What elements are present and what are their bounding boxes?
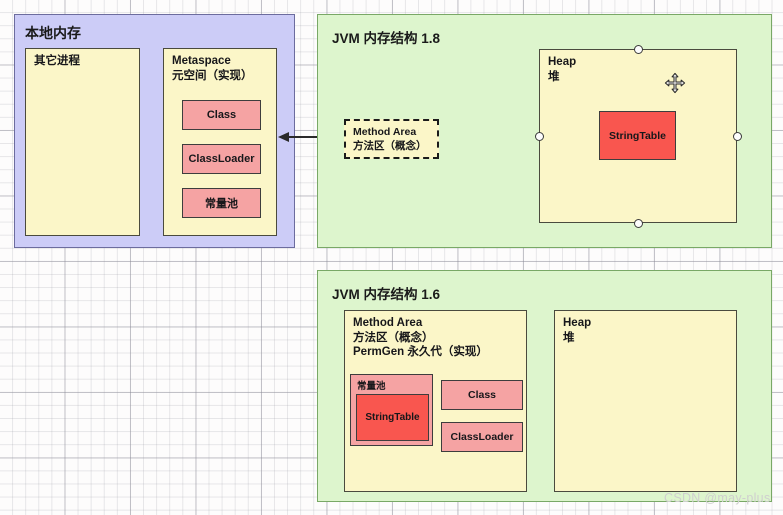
jvm16-heap-title: Heap (563, 317, 592, 329)
heap-handle-left[interactable] (534, 131, 544, 141)
native-memory-title: 本地内存 (25, 25, 81, 41)
jvm18-method-area-box[interactable]: Method Area 方法区（概念） (344, 119, 439, 159)
metaspace-item-class[interactable]: Class (182, 100, 261, 130)
jvm16-panel[interactable]: JVM 内存结构 1.6 Method Area 方法区（概念） PermGen… (317, 270, 772, 502)
jvm16-item-class[interactable]: Class (441, 380, 523, 410)
native-memory-panel[interactable]: 本地内存 其它进程 Metaspace 元空间（实现） Class ClassL… (14, 14, 295, 248)
heap-handle-right[interactable] (732, 131, 742, 141)
metaspace-subtitle: 元空间（实现） (172, 69, 253, 82)
connector-arrowhead (278, 131, 289, 142)
jvm16-heap-box[interactable]: Heap 堆 (554, 310, 737, 492)
metaspace-title: Metaspace (172, 55, 231, 67)
jvm16-item-classloader[interactable]: ClassLoader (441, 422, 523, 452)
jvm16-method-area-subtitle2: PermGen 永久代（实现） (353, 346, 488, 359)
metaspace-item-classloader[interactable]: ClassLoader (182, 144, 261, 174)
heap-handle-top[interactable] (633, 44, 643, 54)
jvm18-method-area-title: Method Area (353, 126, 417, 138)
jvm18-title: JVM 内存结构 1.8 (332, 31, 441, 46)
jvm16-stringtable-box[interactable]: StringTable (356, 394, 429, 441)
move-cursor-icon (664, 72, 686, 94)
other-process-box[interactable]: 其它进程 (25, 48, 140, 236)
jvm18-stringtable-box[interactable]: StringTable (599, 111, 676, 160)
heap-handle-bottom[interactable] (633, 218, 643, 228)
jvm16-method-area-box[interactable]: Method Area 方法区（概念） PermGen 永久代（实现） 常量池 … (344, 310, 527, 492)
jvm18-heap-title: Heap (548, 56, 577, 68)
other-process-label: 其它进程 (34, 55, 80, 67)
jvm18-heap-box[interactable]: Heap 堆 StringTable (539, 49, 737, 223)
jvm18-heap-subtitle: 堆 (548, 70, 560, 83)
jvm16-constant-pool-box[interactable]: 常量池 StringTable (350, 374, 433, 446)
jvm16-method-area-title: Method Area (353, 317, 423, 329)
jvm18-method-area-subtitle: 方法区（概念） (353, 139, 427, 152)
jvm18-panel[interactable]: JVM 内存结构 1.8 Method Area 方法区（概念） Heap 堆 … (317, 14, 772, 248)
jvm16-heap-subtitle: 堆 (563, 331, 575, 344)
jvm16-method-area-subtitle: 方法区（概念） (353, 331, 434, 344)
jvm16-constant-pool-label: 常量池 (357, 381, 386, 392)
watermark: CSDN @may-plus (664, 491, 771, 505)
metaspace-item-constant-pool[interactable]: 常量池 (182, 188, 261, 218)
jvm16-title: JVM 内存结构 1.6 (332, 287, 441, 302)
metaspace-box[interactable]: Metaspace 元空间（实现） Class ClassLoader 常量池 (163, 48, 277, 236)
